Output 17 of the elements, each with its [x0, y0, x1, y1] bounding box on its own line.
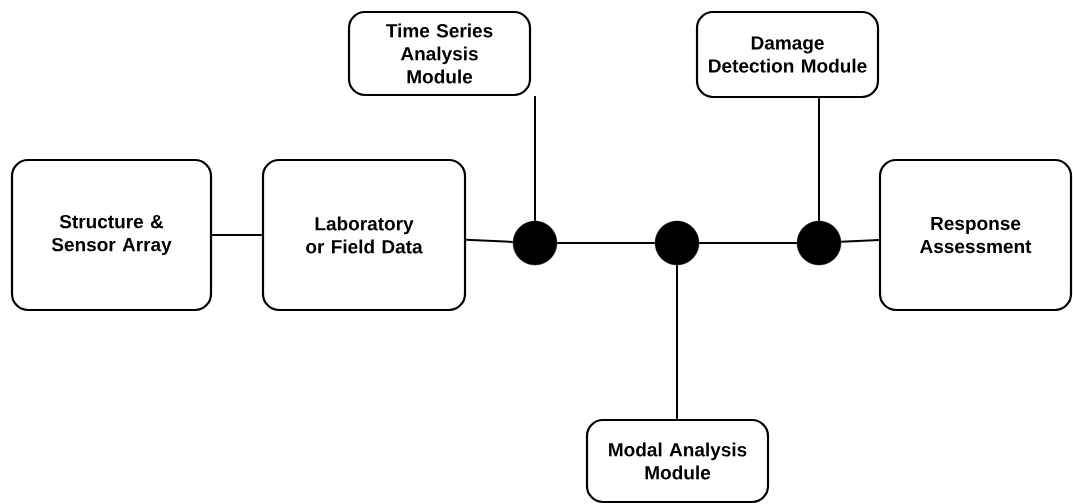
connector-line [211, 234, 263, 236]
connector-line [556, 242, 656, 244]
process-box: Damage Detection Module [695, 10, 880, 99]
connector-line [818, 97, 820, 222]
junction-dot [796, 220, 842, 266]
connector-line [840, 238, 880, 243]
process-box: Time Series Analysis Module [347, 10, 532, 97]
connector-line [465, 238, 514, 243]
junction-dot [512, 220, 558, 266]
process-box: Structure & Sensor Array [10, 158, 213, 312]
process-box: Laboratory or Field Data [261, 158, 467, 312]
connector-line [676, 264, 678, 420]
connector-line [698, 242, 798, 244]
connector-line [534, 95, 536, 222]
process-box: Modal Analysis Module [585, 418, 770, 504]
process-box: Response Assessment [878, 158, 1073, 312]
junction-dot [654, 220, 700, 266]
